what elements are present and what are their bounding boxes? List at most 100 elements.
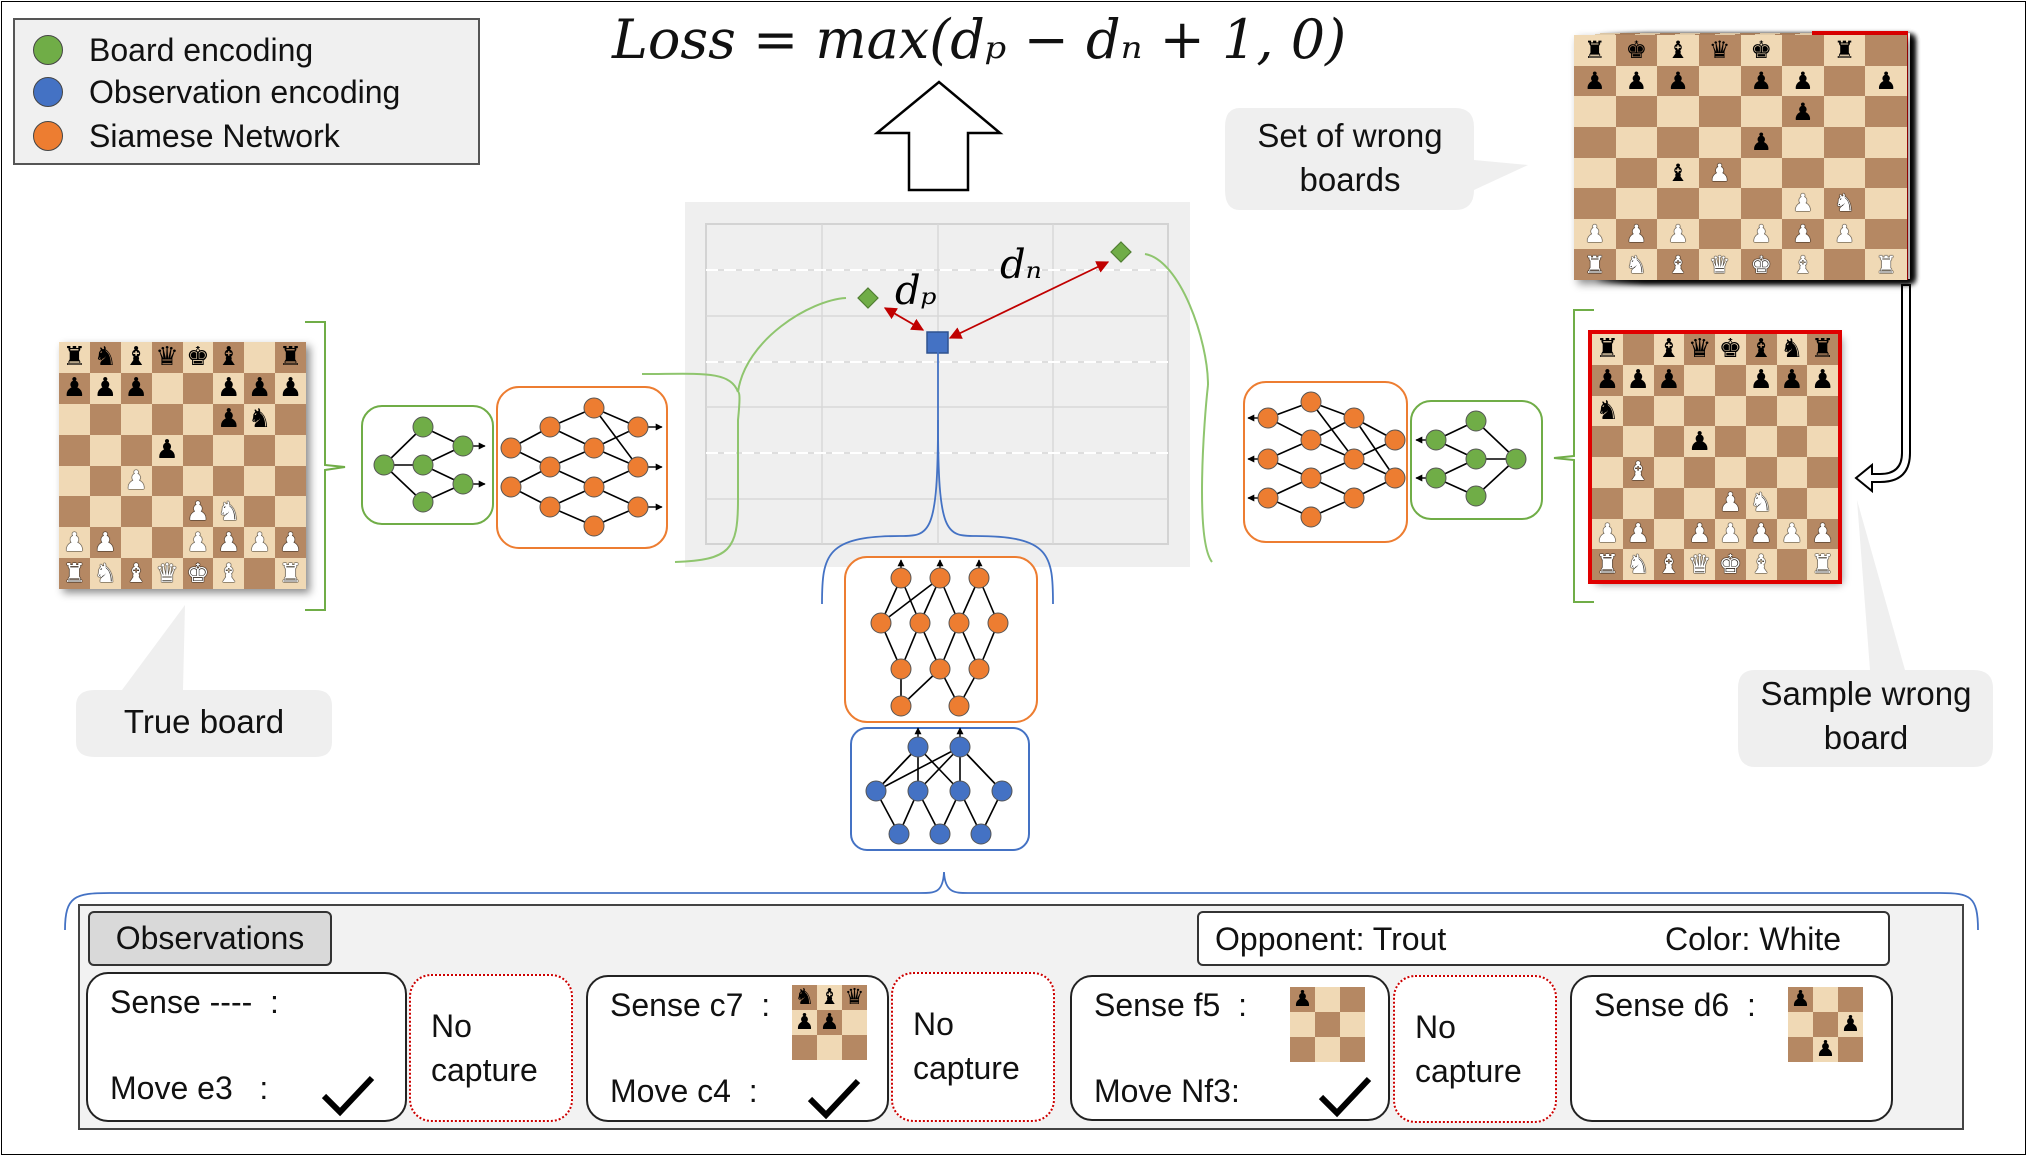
board-square (1807, 395, 1838, 427)
board-square (1823, 96, 1866, 127)
board-square: ♟ (244, 372, 276, 404)
board-square: ♟ (59, 372, 90, 404)
mini-square (1340, 987, 1365, 1012)
network-node (907, 736, 929, 758)
network-node (907, 780, 929, 802)
board-square: ♝ (1745, 549, 1777, 580)
board-square: ♚ (1715, 549, 1746, 580)
board-square: ♟ (1615, 65, 1658, 97)
board-square (1782, 35, 1824, 66)
network-node (539, 456, 561, 478)
board-square (1740, 188, 1783, 219)
mini-square (1340, 1012, 1365, 1037)
board-square: ♟ (120, 465, 152, 497)
board-square: ♚ (1615, 35, 1658, 66)
observation-card: Sense c7 : Move c4 : ♞♝♛♟♟ (586, 975, 889, 1122)
board-square (1715, 457, 1746, 488)
board-square: ♜ (1574, 249, 1616, 280)
loss-arrow-icon (873, 80, 1004, 192)
sense-label: Sense f5 : (1094, 987, 1247, 1023)
board-square: ♛ (1684, 334, 1715, 365)
board-square: ♝ (1782, 249, 1824, 280)
dn-arrow (948, 261, 1110, 339)
dp-arrow (883, 307, 925, 331)
move-label: Move c4 : (610, 1073, 758, 1109)
board-square: ♟ (1782, 188, 1824, 219)
board-square (120, 527, 152, 559)
board-square (1698, 96, 1741, 127)
board-square (182, 434, 214, 466)
board-square: ♟ (1657, 65, 1699, 97)
board-square: ♟ (1782, 218, 1824, 250)
network-node (1343, 487, 1365, 509)
network-node (991, 780, 1013, 802)
network-node (987, 612, 1009, 634)
board-square (1657, 126, 1699, 158)
board-square (1698, 126, 1741, 158)
board-square (1776, 549, 1808, 580)
right-board-encoder (1410, 400, 1543, 520)
board-square (1684, 395, 1715, 427)
board-square: ♞ (89, 558, 121, 589)
board-square: ♟ (1715, 487, 1746, 519)
board-square: ♜ (59, 558, 90, 589)
board-square (59, 434, 90, 466)
network-node (870, 612, 892, 634)
mini-square (1813, 987, 1838, 1012)
network-node (1465, 448, 1487, 470)
legend-item-observation-encoding: Observation encoding (33, 72, 400, 112)
network-node (627, 456, 649, 478)
board-square (1653, 487, 1685, 519)
board-square (1698, 65, 1741, 97)
board-square (1698, 218, 1741, 250)
mini-square (842, 1035, 867, 1060)
true-board-embedding-point (857, 287, 879, 309)
board-square (1782, 126, 1824, 158)
board-square (1615, 157, 1658, 189)
opponent-label: Opponent: Trout (1215, 921, 1447, 957)
legend-item-board-encoding: Board encoding (33, 30, 313, 70)
board-square: ♝ (1653, 549, 1685, 580)
board-square (1592, 426, 1623, 457)
board-square (1698, 188, 1741, 219)
network-node (583, 397, 605, 419)
board-square: ♜ (59, 342, 90, 373)
no-capture-box: No capture (409, 974, 573, 1122)
board-square: ♟ (1740, 65, 1783, 97)
true-board-bracket (305, 321, 346, 611)
board-square (1592, 457, 1623, 488)
board-square (1865, 218, 1907, 250)
board-square: ♟ (182, 527, 214, 559)
legend: Board encoding Observation encoding Siam… (13, 18, 480, 165)
board-square: ♟ (1782, 65, 1824, 97)
sensed-squares: ♞♝♛♟♟ (792, 985, 867, 1060)
left-siamese-network (496, 386, 668, 549)
mini-square (1315, 1012, 1340, 1037)
network-node (929, 567, 951, 589)
loss-formula: Loss = max(dₚ − dₙ + 1, 0) (612, 8, 1347, 71)
sample-arrow-icon (1854, 284, 1911, 494)
board-square (1684, 457, 1715, 488)
sense-label: Sense d6 : (1594, 987, 1756, 1023)
board-square (244, 558, 276, 589)
board-square (1865, 126, 1907, 158)
board-square: ♟ (1776, 364, 1808, 396)
network-node (890, 658, 912, 680)
network-node (970, 823, 992, 845)
network-node (929, 658, 951, 680)
board-square (89, 496, 121, 528)
board-square: ♝ (1622, 457, 1654, 488)
board-square (1622, 334, 1654, 365)
board-square (1865, 96, 1907, 127)
board-square (1715, 426, 1746, 457)
board-square (1653, 518, 1685, 550)
board-square: ♜ (1865, 249, 1907, 280)
board-square: ♝ (1657, 249, 1699, 280)
board-square (1657, 188, 1699, 219)
board-square (151, 372, 183, 404)
board-square (1745, 426, 1777, 457)
callout-wrong-set: Set of wrong boards (1257, 117, 1443, 198)
board-square: ♟ (182, 496, 214, 528)
board-square: ♟ (1807, 364, 1838, 396)
mini-square (1813, 1012, 1838, 1037)
